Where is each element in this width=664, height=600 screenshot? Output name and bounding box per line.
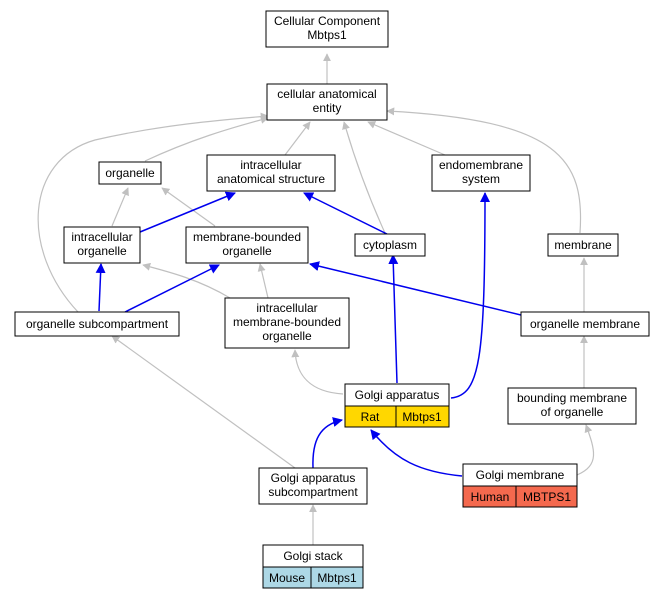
node-bounding-membrane-of-organelle[interactable]: bounding membrane of organelle bbox=[507, 387, 637, 425]
node-intracellular-organelle[interactable]: intracellular organelle bbox=[63, 226, 141, 264]
edge-golgimem-to-golgi bbox=[370, 429, 463, 477]
gene-label: MBTPS1 bbox=[523, 490, 571, 504]
node-label-line: endomembrane bbox=[439, 158, 523, 172]
edge-orgsub-to-mbo bbox=[124, 264, 220, 313]
node-label-line: organelle bbox=[77, 244, 127, 258]
edge-golgimem-to-bmo bbox=[576, 424, 595, 476]
node-label-line: organelle bbox=[262, 329, 312, 343]
node-organelle-membrane[interactable]: organelle membrane bbox=[520, 311, 650, 337]
edge-mbo-to-organelle bbox=[161, 187, 216, 227]
node-label-line: bounding membrane bbox=[517, 391, 627, 405]
node-intracellular-membrane-bounded-organelle[interactable]: intracellular membrane-bounded organelle bbox=[224, 297, 350, 349]
node-label-line: cytoplasm bbox=[363, 238, 417, 252]
edge-orgsub-to-intraorg bbox=[95, 263, 106, 312]
edge-imbo-to-mbo bbox=[257, 263, 269, 299]
node-label-line: Golgi apparatus bbox=[355, 388, 440, 402]
species-label: Mouse bbox=[269, 571, 305, 585]
gene-cell-rat bbox=[395, 405, 450, 428]
node-label-line: membrane-bounded bbox=[193, 230, 301, 244]
edge-membrane-to-cae bbox=[386, 107, 582, 234]
node-label-line: intracellular bbox=[240, 158, 301, 172]
edge-organelle-to-cae bbox=[144, 115, 269, 162]
node-membrane[interactable]: membrane bbox=[547, 233, 619, 257]
node-label-line: intracellular bbox=[256, 301, 317, 315]
gene-cell-mouse bbox=[310, 566, 364, 589]
node-golgi-membrane[interactable]: Golgi membrane Human MBTPS1 bbox=[462, 463, 578, 508]
edge-imbo-to-intraorg bbox=[142, 262, 231, 299]
node-label-line: organelle bbox=[105, 166, 155, 180]
node-label-line: intracellular bbox=[71, 230, 132, 244]
edge-intraorg-to-ias bbox=[139, 191, 236, 233]
node-golgi-apparatus[interactable]: Golgi apparatus Rat Mbtps1 bbox=[344, 383, 450, 428]
species-label: Human bbox=[471, 490, 510, 504]
node-golgi-stack[interactable]: Golgi stack Mouse Mbtps1 bbox=[262, 544, 364, 589]
node-membrane-bounded-organelle[interactable]: membrane-bounded organelle bbox=[185, 226, 309, 264]
node-label-line: Golgi apparatus bbox=[271, 471, 356, 485]
node-label-line: organelle subcompartment bbox=[26, 317, 169, 331]
species-label: Rat bbox=[361, 410, 380, 424]
edge-golgi-to-endomembrane bbox=[450, 192, 490, 399]
node-label-line: Cellular Component bbox=[274, 14, 381, 28]
node-label-line: membrane-bounded bbox=[233, 315, 341, 329]
blue-edges bbox=[95, 191, 526, 477]
node-label-line: entity bbox=[313, 101, 342, 115]
edge-orgsub-to-cae bbox=[37, 112, 269, 313]
node-organelle-subcompartment[interactable]: organelle subcompartment bbox=[14, 311, 180, 337]
gene-label: Mbtps1 bbox=[402, 410, 442, 424]
node-organelle[interactable]: organelle bbox=[98, 161, 162, 185]
node-label-line: Golgi stack bbox=[283, 549, 343, 563]
node-endomembrane-system[interactable]: endomembrane system bbox=[431, 154, 531, 192]
edge-golgi-to-imbo bbox=[291, 349, 344, 395]
edge-ias-to-cae bbox=[284, 121, 311, 156]
node-label-line: Mbtps1 bbox=[307, 28, 347, 42]
node-label-line: organelle membrane bbox=[530, 317, 640, 331]
edge-endomembrane-to-cae bbox=[367, 121, 446, 156]
gene-label: Mbtps1 bbox=[317, 571, 357, 585]
node-label-line: of organelle bbox=[541, 405, 604, 419]
node-label-line: Golgi membrane bbox=[476, 468, 565, 482]
node-label-line: cellular anatomical bbox=[277, 87, 376, 101]
gene-cell-human bbox=[515, 485, 578, 508]
node-cellular-anatomical-entity[interactable]: cellular anatomical entity bbox=[266, 83, 388, 121]
node-label-line: anatomical structure bbox=[217, 172, 325, 186]
node-label-line: organelle bbox=[222, 244, 272, 258]
edge-golgi-to-cytoplasm bbox=[388, 254, 399, 384]
edge-golgisub-to-golgi bbox=[312, 417, 343, 469]
node-label-line: membrane bbox=[554, 238, 612, 252]
edge-cytoplasm-to-ias bbox=[303, 192, 388, 235]
node-cytoplasm[interactable]: cytoplasm bbox=[354, 233, 426, 257]
gray-edges bbox=[37, 53, 595, 545]
node-golgi-apparatus-subcompartment[interactable]: Golgi apparatus subcompartment bbox=[258, 467, 368, 505]
edge-cytoplasm-to-cae bbox=[342, 121, 386, 234]
edge-orgmem-to-mbo bbox=[309, 261, 526, 317]
edge-golgisub-to-orgsub bbox=[111, 335, 296, 469]
node-label-line: subcompartment bbox=[268, 485, 358, 499]
edge-intraorg-to-organelle bbox=[111, 187, 129, 227]
node-intracellular-anatomical-structure[interactable]: intracellular anatomical structure bbox=[206, 154, 336, 192]
node-cellular-component-mbtps1[interactable]: Cellular Component Mbtps1 bbox=[265, 10, 389, 48]
node-label-line: system bbox=[462, 172, 500, 186]
